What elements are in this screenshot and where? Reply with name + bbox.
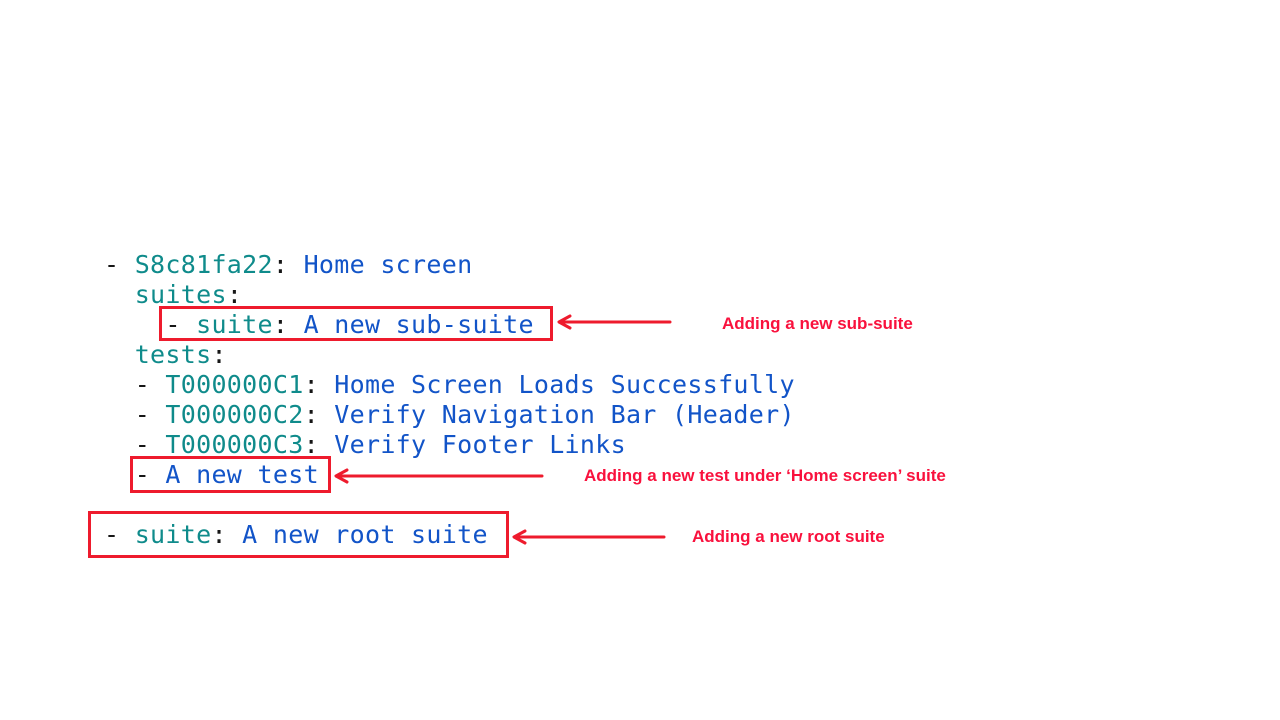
annotation-sub-suite: Adding a new sub-suite xyxy=(722,314,913,333)
code-line: - T000000C3: Verify Footer Links xyxy=(104,430,795,460)
code-line: tests: xyxy=(104,340,795,370)
code-token-value: Verify Navigation Bar (Header) xyxy=(334,400,795,429)
code-token-plain xyxy=(104,340,135,369)
code-token-plain: - xyxy=(104,460,166,489)
arrow-left-icon xyxy=(334,468,544,484)
code-token-value: Home screen xyxy=(303,250,473,279)
yaml-code: - S8c81fa22: Home screen suites: - suite… xyxy=(104,250,795,550)
code-token-plain: : xyxy=(303,430,335,459)
code-token-plain: : xyxy=(226,280,243,309)
annotation-root-suite: Adding a new root suite xyxy=(692,527,885,546)
code-token-key: T000000C3 xyxy=(165,430,304,459)
annotation-new-test: Adding a new test under ‘Home screen’ su… xyxy=(584,466,946,485)
code-token-value: A new root suite xyxy=(242,520,488,549)
code-line: - suite: A new sub-suite xyxy=(104,310,795,340)
code-token-value: A new sub-suite xyxy=(303,310,534,339)
code-line: - A new test xyxy=(104,460,795,490)
code-line: - suite: A new root suite xyxy=(104,520,795,550)
code-line: - T000000C1: Home Screen Loads Successfu… xyxy=(104,370,795,400)
arrow-left-icon xyxy=(512,529,666,545)
code-token-plain: : xyxy=(211,520,243,549)
code-token-value: Verify Footer Links xyxy=(334,430,626,459)
code-token-key: tests xyxy=(134,340,212,369)
code-token-plain: - xyxy=(104,310,197,339)
code-token-plain: : xyxy=(303,400,335,429)
code-token-plain: - xyxy=(104,400,166,429)
code-token-plain: - xyxy=(104,520,135,549)
code-token-plain: : xyxy=(211,340,227,369)
code-token-key: S8c81fa22 xyxy=(134,250,273,279)
code-token-plain: - xyxy=(104,250,135,279)
code-token-plain: - xyxy=(104,370,166,399)
highlight-box-root-suite xyxy=(88,511,509,558)
code-token-value: A new test xyxy=(165,460,319,489)
arrow-left-icon xyxy=(557,314,672,330)
code-line: suites: xyxy=(104,280,795,310)
code-token-value: Home Screen Loads Successfully xyxy=(334,370,795,399)
code-token-plain: : xyxy=(303,370,335,399)
code-token-key: T000000C1 xyxy=(165,370,304,399)
code-token-key: suite xyxy=(196,310,273,339)
code-token-plain: : xyxy=(272,250,304,279)
code-token-key: suites xyxy=(134,280,227,309)
code-token-plain: : xyxy=(272,310,304,339)
code-line: - T000000C2: Verify Navigation Bar (Head… xyxy=(104,400,795,430)
highlight-box-new-test xyxy=(130,456,331,493)
code-token-key: T000000C2 xyxy=(165,400,304,429)
code-token-plain: - xyxy=(104,430,166,459)
code-token-key: suite xyxy=(134,520,212,549)
highlight-box-sub-suite xyxy=(159,306,553,341)
code-line: - S8c81fa22: Home screen xyxy=(104,250,795,280)
code-token-plain xyxy=(104,280,135,309)
